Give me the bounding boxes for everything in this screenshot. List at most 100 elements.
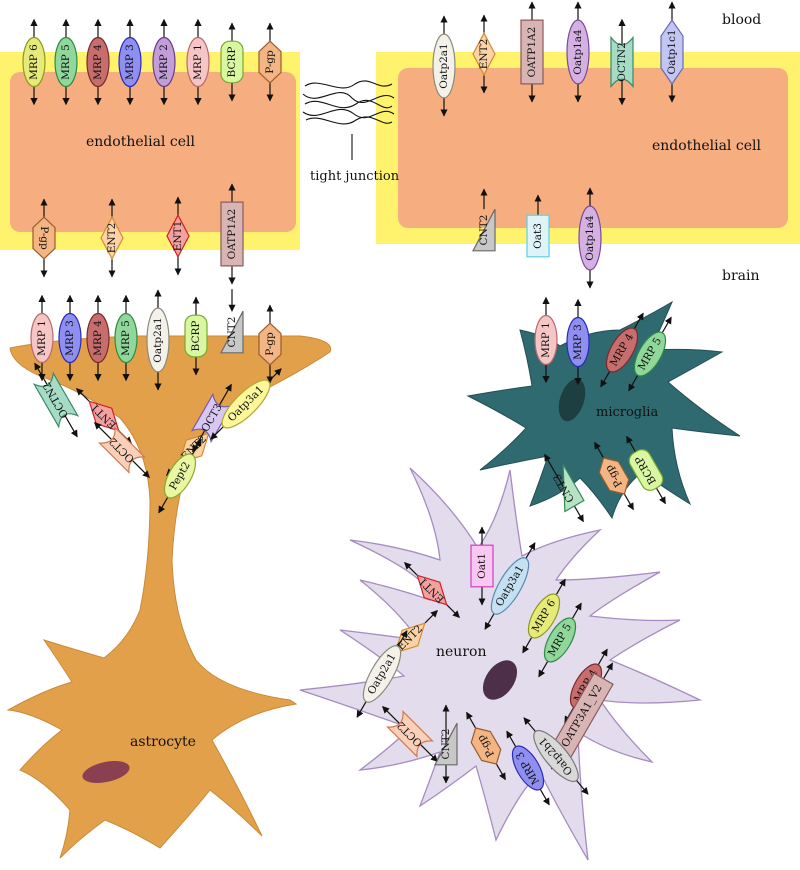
label-microglia: microglia [596, 405, 658, 420]
transporter-shape [562, 464, 585, 513]
transporter-label: MRP 1 [36, 320, 48, 356]
transporter-shape [166, 213, 190, 259]
transporter-shape [146, 307, 170, 373]
transporter-shape [520, 19, 544, 85]
transporter-shape [633, 331, 667, 377]
transporter-shape [184, 314, 208, 358]
transporter-shape [114, 312, 138, 364]
transporter-mrp-3: MRP 3 [118, 18, 142, 106]
transporter-label: OATP1A2 [526, 27, 538, 78]
transporter-label: MRP 3 [124, 44, 136, 80]
transporter-ent2: ENT2 [100, 198, 124, 278]
transporter-oatp1a2: OATP1A2 [220, 183, 244, 285]
transporter-shape [221, 379, 271, 429]
transporter-label: MRP 3 [572, 324, 584, 360]
transporter-label: P-gp [38, 226, 50, 250]
transporter-mrp-1: MRP 1 [186, 18, 210, 106]
transporter-label: OATP1A2 [226, 209, 238, 260]
transporter-ent1: ENT1 [166, 196, 190, 276]
transporter-shape [610, 35, 634, 89]
transporter-mrp-4: MRP 4 [86, 18, 110, 106]
transporter-label: MRP 5 [60, 44, 72, 80]
transporter-mrp-1: MRP 1 [534, 296, 558, 384]
transporter-shape [470, 727, 502, 765]
transporter-label: P-gp [264, 332, 276, 356]
transporter-shape [220, 310, 244, 354]
transporter-oat3: Oat3 [526, 194, 550, 258]
transporter-mrp-5: MRP 5 [114, 294, 138, 382]
endothelial-notch-right [376, 120, 398, 220]
transporter-bcrp: BCRP [184, 296, 208, 376]
transporter-shape [258, 40, 282, 84]
transporter-shape [58, 312, 82, 364]
transporter-shape [534, 314, 558, 366]
transporter-label: CNT2 [226, 317, 238, 348]
transporter-shape [100, 215, 124, 261]
transporter-shape [118, 36, 142, 88]
label-blood: blood [722, 12, 761, 28]
transporter-mrp-4: MRP 4 [86, 294, 110, 382]
transporter-mrp-2: MRP 2 [152, 18, 176, 106]
transporter-mrp-5: MRP 5 [54, 18, 78, 106]
transporter-mrp-6: MRP 6 [22, 18, 46, 106]
transporter-label: ENT1 [172, 221, 184, 252]
transporter-p-gp: P-gp [258, 22, 282, 102]
transporter-shape [97, 425, 147, 475]
transporter-shape [566, 19, 590, 85]
transporter-shape [566, 316, 590, 368]
transporter-shape [490, 557, 530, 615]
transporter-oatp1c1: Oatp1c1 [660, 1, 684, 103]
endothelial-cell-right [398, 68, 788, 228]
transporter-label: Oatp2a1 [152, 317, 164, 362]
label-brain: brain [722, 268, 760, 284]
transporter-shape [598, 457, 630, 495]
transporter-label: Oat3 [532, 223, 544, 249]
label-astrocyte: astrocyte [130, 734, 196, 750]
transporter-label: MRP 1 [540, 322, 552, 358]
transporter-p-gp: P-gp [466, 711, 506, 781]
transporter-oatp1a2: OATP1A2 [520, 1, 544, 103]
transporter-shape [472, 31, 496, 77]
transporter-shape [220, 40, 244, 84]
microglia-nucleus [558, 378, 586, 422]
transporter-oatp2a1: Oatp2a1 [432, 15, 456, 117]
transporter-shape [416, 574, 448, 606]
transporter-shape [22, 36, 46, 88]
transporter-shape [86, 36, 110, 88]
transporter-label: Oatp1a4 [572, 29, 584, 75]
transporter-label: MRP 4 [92, 44, 104, 80]
transporter-bcrp: BCRP [220, 22, 244, 102]
transporter-label: Oatp1c1 [666, 29, 678, 74]
transporter-label: Oatp2a1 [438, 43, 450, 88]
transporter-label: OCTN2 [616, 42, 628, 82]
microglia-cell [466, 300, 741, 520]
transporter-shape [86, 312, 110, 364]
transporter-shape [432, 33, 456, 99]
transporter-shape [258, 322, 282, 366]
transporter-cnt2: CNT2 [472, 188, 496, 252]
astrocyte-nucleus [82, 761, 130, 783]
transporter-label: ENT2 [478, 39, 490, 70]
transporter-label: P-gp [264, 50, 276, 74]
transporter-shape [526, 214, 550, 258]
transporter-ent2: ENT2 [472, 14, 496, 94]
transporter-shape [472, 208, 496, 252]
transporter-label: CNT2 [440, 729, 452, 760]
label-tight-junction: tight junction [310, 169, 400, 184]
transporter-label: MRP 4 [92, 320, 104, 356]
neuron-nucleus [482, 660, 518, 700]
transporter-shape [362, 645, 402, 703]
transporter-shape [628, 449, 664, 491]
label-endothelial-right: endothelial cell [652, 138, 761, 154]
transporter-label: BCRP [226, 47, 238, 78]
transporter-octn2: OCTN2 [610, 18, 634, 106]
transporter-p-gp: P-gp [594, 441, 634, 511]
transporter-p-gp: P-gp [258, 304, 282, 384]
transporter-label: Oatp1a4 [584, 215, 596, 261]
transporter-label: MRP 1 [192, 44, 204, 80]
transporter-shape [578, 205, 602, 271]
transporter-mrp-3: MRP 3 [566, 298, 590, 386]
